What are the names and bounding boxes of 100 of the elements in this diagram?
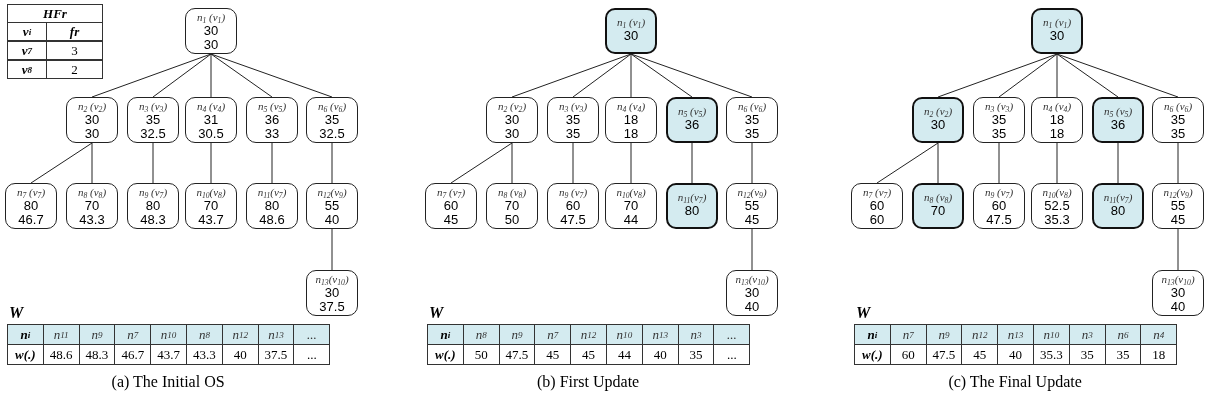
node-value: 35 [324,112,340,127]
table-cell: ... [293,344,331,365]
node-value: 32.5 [140,126,166,141]
tree-edge [331,228,333,271]
node-label: n$_{2}$ (v$_{2}$) [923,105,953,118]
tree-edge [271,142,273,184]
node-label: n$_{8}$ (v$_{8}$) [497,185,527,199]
node-value: 70 [930,204,946,218]
tree-node [127,97,179,143]
node-value: 35 [991,126,1007,141]
tree-node [605,183,657,229]
highlighted-tree-node [912,97,964,143]
table-cell: 2 [46,60,103,79]
node-label: n$_{7}$ (v$_{7}$) [436,185,466,199]
tree-node [185,183,237,229]
tree-node [185,8,237,54]
row-header: w(.) [7,344,44,365]
table-title: W [856,305,871,321]
node-value: 80 [145,198,161,213]
table-title: HFr [7,4,103,23]
figure-caption: (b) First Update [536,372,641,392]
node-label: n$_{3}$ (v$_{3}$) [138,99,168,113]
node-label: n$_{5}$ (v$_{5}$) [257,99,287,113]
node-value: 35 [744,126,760,141]
node-value: 35 [145,112,161,127]
node-value: 70 [623,198,639,213]
tree-node [851,183,903,229]
node-label: n$_{10}$(v$_{8}$) [1042,185,1072,199]
node-value: 18 [623,112,639,127]
table-header: ... [293,324,331,345]
node-label: n$_{2}$ (v$_{2}$) [77,99,107,113]
tree-node [1152,97,1204,143]
node-label: n$_{9}$ (v$_{7}$) [558,185,588,199]
node-label: n$_{10}$(v$_{8}$) [616,185,646,199]
node-value: 36 [1110,118,1126,132]
tree-edge [210,142,212,184]
tree-edge [210,53,333,98]
node-label: n$_{3}$ (v$_{3}$) [558,99,588,113]
tree-edge [751,228,753,271]
tree-edge [511,142,513,184]
node-label: n$_{7}$ (v$_{7}$) [862,185,892,199]
tree-edge [691,142,693,184]
tree-node [66,97,118,143]
tree-edge [630,53,693,98]
node-label: n$_{5}$ (v$_{5}$) [1103,105,1133,118]
row-header: w(.) [427,344,464,365]
table-header: ... [713,324,751,345]
highlighted-tree-node [1031,8,1083,54]
node-value: 40 [324,212,340,227]
highlighted-tree-node [912,183,964,229]
node-value: 31 [203,112,219,127]
node-value: 30 [203,23,219,38]
node-label: n$_{11}$(v$_{7}$) [677,191,707,204]
highlighted-tree-node [1092,183,1144,229]
tree-edge [751,142,753,184]
node-value: 70 [203,198,219,213]
tree-node [306,183,358,229]
node-label: n$_{6}$ (v$_{6}$) [1163,99,1193,113]
node-value: 48.6 [259,212,285,227]
node-value: 40 [1170,299,1186,314]
node-label: n$_{6}$ (v$_{6}$) [317,99,347,113]
node-value: 35 [565,126,581,141]
node-value: 80 [23,198,39,213]
tree-node [306,270,358,316]
node-label: n$_{12}$(v$_{9}$) [317,185,347,199]
node-value: 50 [504,212,520,227]
node-value: 30 [504,126,520,141]
tree-node [306,97,358,143]
node-value: 52.5 [1044,198,1070,213]
table-header: fr [46,22,103,41]
tree-edge [1056,142,1058,184]
node-label: n$_{8}$ (v$_{8}$) [77,185,107,199]
tree-edge [450,142,513,184]
node-value: 60 [991,198,1007,213]
table-cell: 18 [1140,344,1178,365]
table-cell: ... [713,344,751,365]
tree-node [973,183,1025,229]
tree-node [425,183,477,229]
tree-node [1152,183,1204,229]
node-value: 80 [264,198,280,213]
table-title: W [9,305,24,321]
tree-node [726,270,778,316]
node-label: n$_{11}$(v$_{7}$) [1103,191,1133,204]
tree-edge [630,142,632,184]
tree-edge [630,53,632,98]
node-value: 43.7 [198,212,224,227]
node-label: n$_{9}$ (v$_{7}$) [984,185,1014,199]
highlighted-tree-node [666,97,718,143]
tree-node [726,97,778,143]
tree-node [5,183,57,229]
node-label: n$_{7}$ (v$_{7}$) [16,185,46,199]
node-label: n$_{4}$ (v$_{4}$) [1042,99,1072,113]
tree-edge [1056,53,1058,98]
node-value: 30 [1049,29,1065,43]
tree-edge [1177,228,1179,271]
node-label: n$_{13}$(v$_{10}$) [735,272,769,286]
tree-edge [210,53,273,98]
node-label: n$_{8}$ (v$_{8}$) [923,191,953,204]
node-value: 45 [1170,212,1186,227]
node-value: 55 [1170,198,1186,213]
